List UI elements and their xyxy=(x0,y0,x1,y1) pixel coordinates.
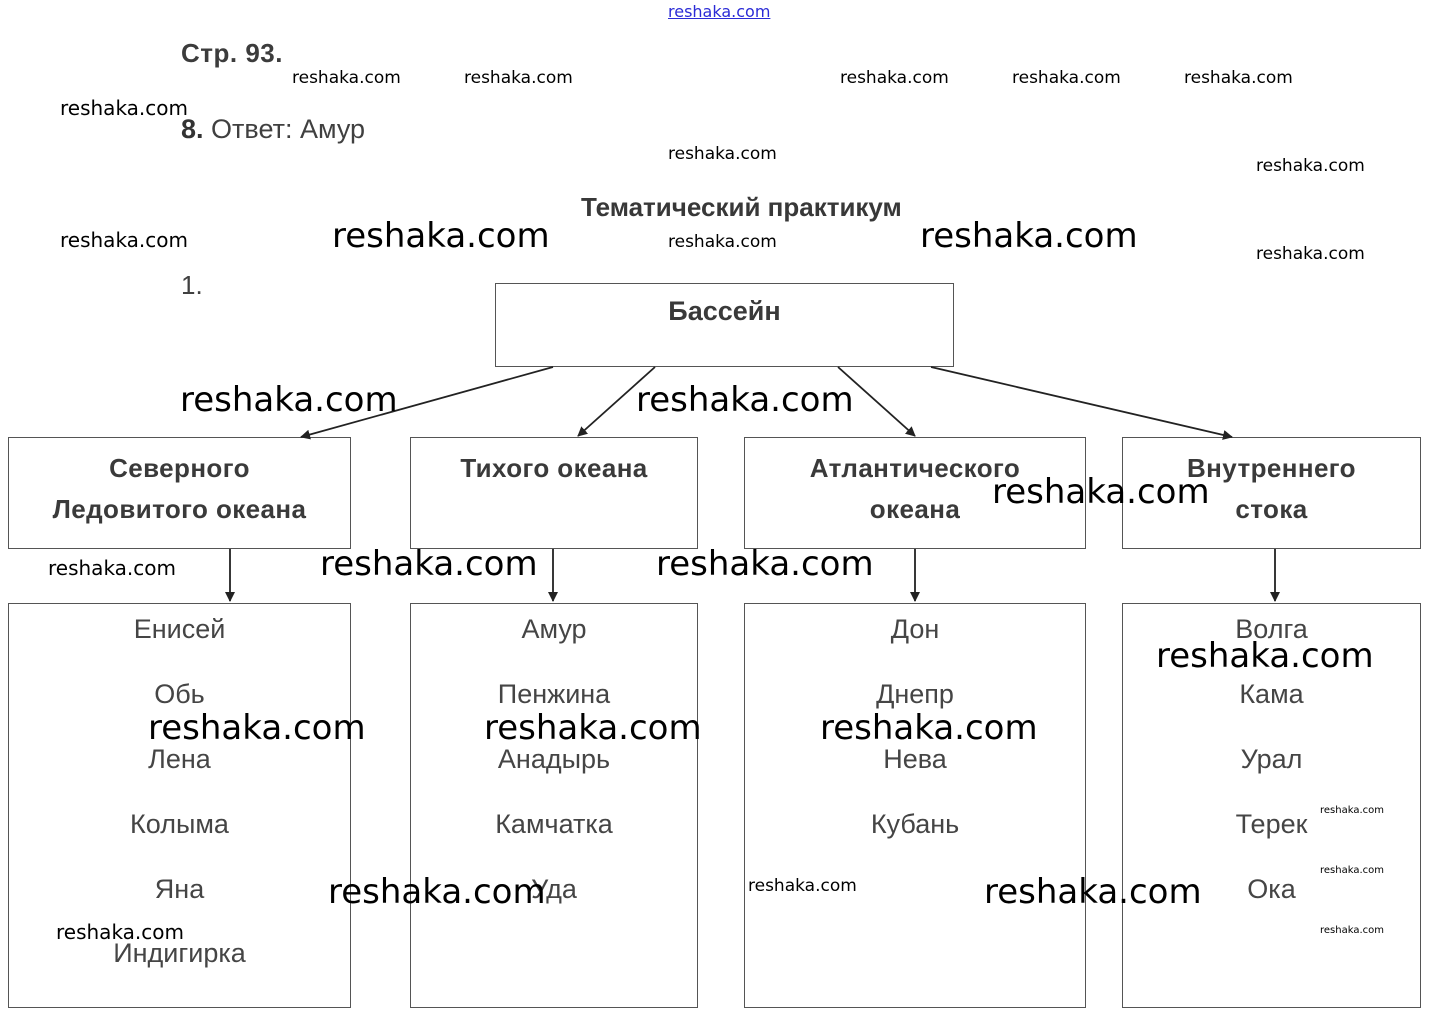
watermark: reshaka.com xyxy=(148,708,366,748)
watermark: reshaka.com xyxy=(656,544,874,584)
watermark: reshaka.com xyxy=(668,232,777,252)
section-title: Тематический практикум xyxy=(581,192,902,222)
category-label-internal: Внутреннего стока xyxy=(1187,453,1356,524)
watermark: reshaka.com xyxy=(920,216,1138,256)
page-number: Стр. 93. xyxy=(181,38,283,68)
watermark: reshaka.com xyxy=(60,228,188,252)
river-item: Камчатка xyxy=(495,809,613,839)
river-item: Пенжина xyxy=(497,679,611,709)
top-watermark-link[interactable]: reshaka.com xyxy=(668,2,771,21)
watermark: reshaka.com xyxy=(1256,244,1365,264)
watermark: reshaka.com xyxy=(748,876,857,896)
watermark: reshaka.com xyxy=(668,144,777,164)
watermark: reshaka.com xyxy=(180,380,398,420)
arrow-root-to-pacific xyxy=(577,366,656,437)
river-item: Кама xyxy=(1239,679,1304,709)
watermark: reshaka.com xyxy=(984,872,1202,912)
arrow-root-to-atlantic xyxy=(837,366,916,437)
watermark: reshaka.com xyxy=(1320,925,1384,936)
category-label-pacific: Тихого океана xyxy=(460,453,648,483)
arrow-root-to-internal xyxy=(930,366,1233,440)
category-box-internal: Внутреннего стока xyxy=(1122,437,1421,549)
arrow-root-to-arctic xyxy=(300,366,554,440)
river-item: Обь xyxy=(154,679,205,709)
watermark: reshaka.com xyxy=(56,920,184,944)
watermark: reshaka.com xyxy=(1320,805,1384,816)
watermark: reshaka.com xyxy=(60,96,188,120)
category-box-atlantic: Атлантического океана xyxy=(744,437,1086,549)
river-list-arctic: Енисей Обь Лена Колыма Яна Индигирка xyxy=(8,603,351,1008)
river-item: Нева xyxy=(883,744,947,774)
watermark: reshaka.com xyxy=(1156,636,1374,676)
river-item: Дон xyxy=(890,614,940,644)
river-item: Анадырь xyxy=(497,744,611,774)
river-item: Колыма xyxy=(130,809,229,839)
river-list-internal: Волга Кама Урал Терек Ока xyxy=(1122,603,1421,1008)
watermark: reshaka.com xyxy=(292,68,401,88)
answer-text: Ответ: Амур xyxy=(211,114,366,144)
watermark: reshaka.com xyxy=(1320,865,1384,876)
watermark: reshaka.com xyxy=(484,708,702,748)
watermark: reshaka.com xyxy=(1184,68,1293,88)
task-number: 1. xyxy=(181,270,203,300)
watermark: reshaka.com xyxy=(840,68,949,88)
category-box-pacific: Тихого океана xyxy=(410,437,698,549)
river-item: Кубань xyxy=(870,809,960,839)
river-item: Амур xyxy=(521,614,587,644)
watermark: reshaka.com xyxy=(320,544,538,584)
river-item: Урал xyxy=(1240,744,1303,774)
watermark: reshaka.com xyxy=(464,68,573,88)
watermark: reshaka.com xyxy=(1256,156,1365,176)
answer-line: 8. Ответ: Амур xyxy=(181,114,365,145)
river-item: Волга xyxy=(1235,614,1308,644)
river-item: Уда xyxy=(531,874,577,904)
river-list-pacific: Амур Пенжина Анадырь Камчатка Уда xyxy=(410,603,698,1008)
watermark: reshaka.com xyxy=(1012,68,1121,88)
watermark: reshaka.com xyxy=(820,708,1038,748)
watermark: reshaka.com xyxy=(992,472,1210,512)
category-box-arctic: Северного Ледовитого океана xyxy=(8,437,351,549)
watermark: reshaka.com xyxy=(332,216,550,256)
watermark: reshaka.com xyxy=(48,556,176,580)
river-item: Лена xyxy=(148,744,211,774)
category-label-arctic: Северного Ледовитого океана xyxy=(52,453,307,524)
watermark: reshaka.com xyxy=(636,380,854,420)
root-box: Бассейн xyxy=(495,283,954,367)
river-item: Индигирка xyxy=(113,938,246,968)
root-label: Бассейн xyxy=(668,296,781,326)
watermark: reshaka.com xyxy=(328,872,546,912)
river-item: Терек xyxy=(1235,809,1308,839)
river-item: Яна xyxy=(154,874,205,904)
answer-number: 8. xyxy=(181,114,204,144)
category-label-atlantic: Атлантического океана xyxy=(809,453,1021,524)
river-item: Днепр xyxy=(876,679,954,709)
river-list-atlantic: Дон Днепр Нева Кубань xyxy=(744,603,1086,1008)
river-item: Ока xyxy=(1247,874,1296,904)
river-item: Енисей xyxy=(133,614,226,644)
